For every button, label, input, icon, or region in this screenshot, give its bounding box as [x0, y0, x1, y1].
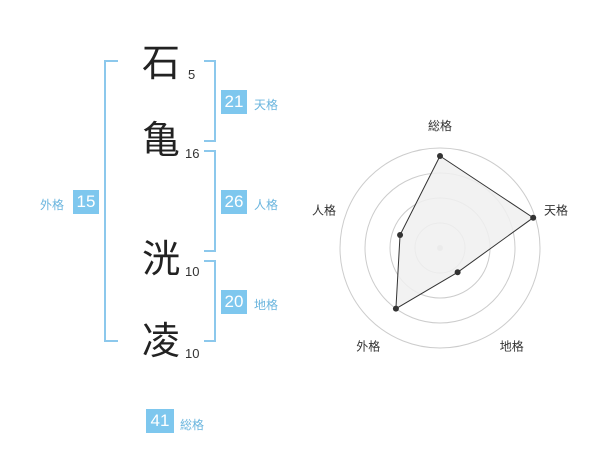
chikaku-bracket	[204, 260, 216, 342]
radar-point-4	[392, 305, 399, 312]
radar-point-5	[397, 232, 404, 239]
chikaku-value: 20	[221, 290, 247, 314]
gaikaku-value: 15	[73, 190, 99, 214]
chikaku-label: 地格	[254, 298, 279, 312]
jinkaku-label: 人格	[254, 198, 279, 212]
radar-point-1	[437, 153, 443, 159]
radar-axis-label-4: 外格	[356, 339, 380, 354]
gaikaku-label: 外格	[40, 198, 65, 212]
name-char-1: 石	[142, 41, 181, 85]
jinkaku-bracket	[204, 150, 216, 252]
name-char-3: 洸	[142, 237, 181, 281]
tenkaku-value: 21	[221, 90, 247, 114]
gaikaku-bracket	[104, 60, 118, 342]
name-char-2: 亀	[142, 118, 181, 162]
jinkaku-value: 26	[221, 190, 247, 214]
soukaku-value: 41	[146, 409, 174, 433]
stroke-count-3: 10	[185, 264, 200, 279]
radar-axis-label-2: 天格	[544, 202, 568, 217]
radar-ring-4	[339, 147, 541, 349]
stroke-count-2: 16	[185, 146, 200, 161]
radar-axis-label-5: 人格	[312, 202, 336, 217]
radar-point-3	[454, 269, 461, 276]
name-char-4: 凌	[142, 319, 181, 363]
stroke-count-4: 10	[185, 346, 200, 361]
tenkaku-bracket	[204, 60, 216, 142]
radar-axis-label-1: 総格	[428, 118, 452, 133]
tenkaku-label: 天格	[254, 98, 279, 112]
soukaku-label: 総格	[180, 418, 205, 432]
radar-axis-label-3: 地格	[500, 339, 524, 354]
stroke-count-1: 5	[188, 67, 196, 82]
radar-polygon	[395, 155, 535, 310]
radar-point-2	[530, 214, 537, 221]
